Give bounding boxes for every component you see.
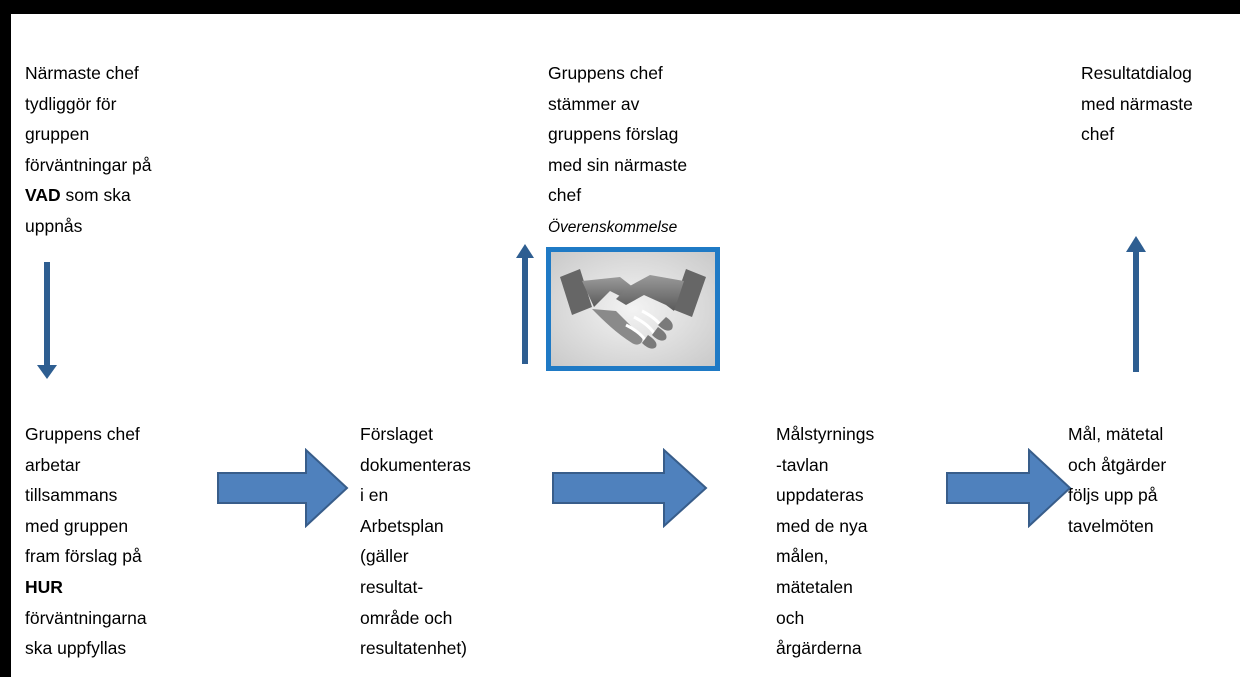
bold-keyword-hur: HUR — [25, 576, 63, 597]
step-manager-expectations: Närmaste chef tydliggör för gruppen förv… — [25, 58, 151, 242]
text-line: område och — [360, 607, 453, 628]
text-line: ska uppfyllas — [25, 638, 127, 659]
text-line: resultat- — [360, 576, 424, 597]
text-line: arbetar — [25, 454, 81, 475]
text-line: i en — [360, 485, 389, 506]
text-line: Gruppens chef — [25, 424, 140, 444]
text-line: chef — [1081, 124, 1115, 145]
step-follow-up: Mål, mätetal och åtgärder följs upp på t… — [1068, 419, 1166, 541]
arrow-right-icon — [946, 448, 1072, 528]
handshake-icon — [546, 247, 720, 371]
step-documented: Förslaget dokumenteras i en Arbetsplan (… — [360, 419, 471, 664]
text-line: Resultatdialog — [1081, 63, 1192, 83]
text-line: stämmer av — [548, 93, 640, 114]
text-line: med de nya — [776, 515, 868, 536]
arrow-up-icon — [516, 244, 534, 364]
arrow-right-icon — [217, 448, 349, 528]
agreement-caption: Överenskommelse — [548, 219, 678, 236]
text-line: dokumenteras — [360, 454, 471, 475]
text-line: uppnås — [25, 215, 83, 236]
text-line-rest: som ska — [65, 185, 131, 206]
text-line: förväntningarna — [25, 607, 147, 628]
text-line: med närmaste — [1081, 93, 1193, 114]
frame-left-border — [0, 0, 11, 677]
text-line: Målstyrnings — [776, 424, 875, 444]
text-line: resultatenhet) — [360, 638, 468, 659]
text-line: Arbetsplan — [360, 515, 444, 536]
arrow-up-icon — [1126, 236, 1146, 372]
text-line: med gruppen — [25, 515, 129, 536]
text-line-bold: HUR — [25, 572, 147, 603]
text-line: gruppens förslag — [548, 124, 679, 145]
text-line: med sin närmaste — [548, 154, 688, 175]
text-line: tillsammans — [25, 485, 118, 506]
bold-keyword-vad: VAD — [25, 185, 61, 206]
text-line: Närmaste chef — [25, 63, 139, 83]
text-line: (gäller — [360, 546, 409, 567]
text-line: tydliggör för — [25, 93, 117, 114]
text-line: fram förslag på — [25, 546, 142, 567]
step-group-works: Gruppens chef arbetar tillsammans med gr… — [25, 419, 147, 664]
text-line: Förslaget — [360, 424, 433, 444]
text-line: Gruppens chef — [548, 63, 663, 83]
text-line: förväntningar på — [25, 154, 152, 175]
step-board-updated: Målstyrnings -tavlan uppdateras med de n… — [776, 419, 874, 664]
step-result-dialog: Resultatdialog med närmaste chef — [1081, 58, 1193, 150]
text-line: Mål, mätetal — [1068, 424, 1164, 444]
arrow-right-icon — [552, 448, 708, 528]
arrow-down-icon — [37, 262, 57, 379]
step-group-alignment: Gruppens chef stämmer av gruppens försla… — [548, 58, 687, 211]
text-line: målen, — [776, 546, 829, 567]
text-line: och — [776, 607, 805, 628]
text-line: uppdateras — [776, 485, 864, 506]
text-line: chef — [548, 185, 582, 206]
text-line: och åtgärder — [1068, 454, 1167, 475]
text-line: följs upp på — [1068, 485, 1158, 506]
text-line: årgärderna — [776, 638, 862, 659]
text-line: gruppen — [25, 124, 90, 145]
text-line: tavelmöten — [1068, 515, 1154, 536]
text-line-with-bold: VAD som ska — [25, 180, 151, 211]
text-line: -tavlan — [776, 454, 829, 475]
text-line: mätetalen — [776, 576, 853, 597]
frame-top-border — [0, 0, 1240, 14]
